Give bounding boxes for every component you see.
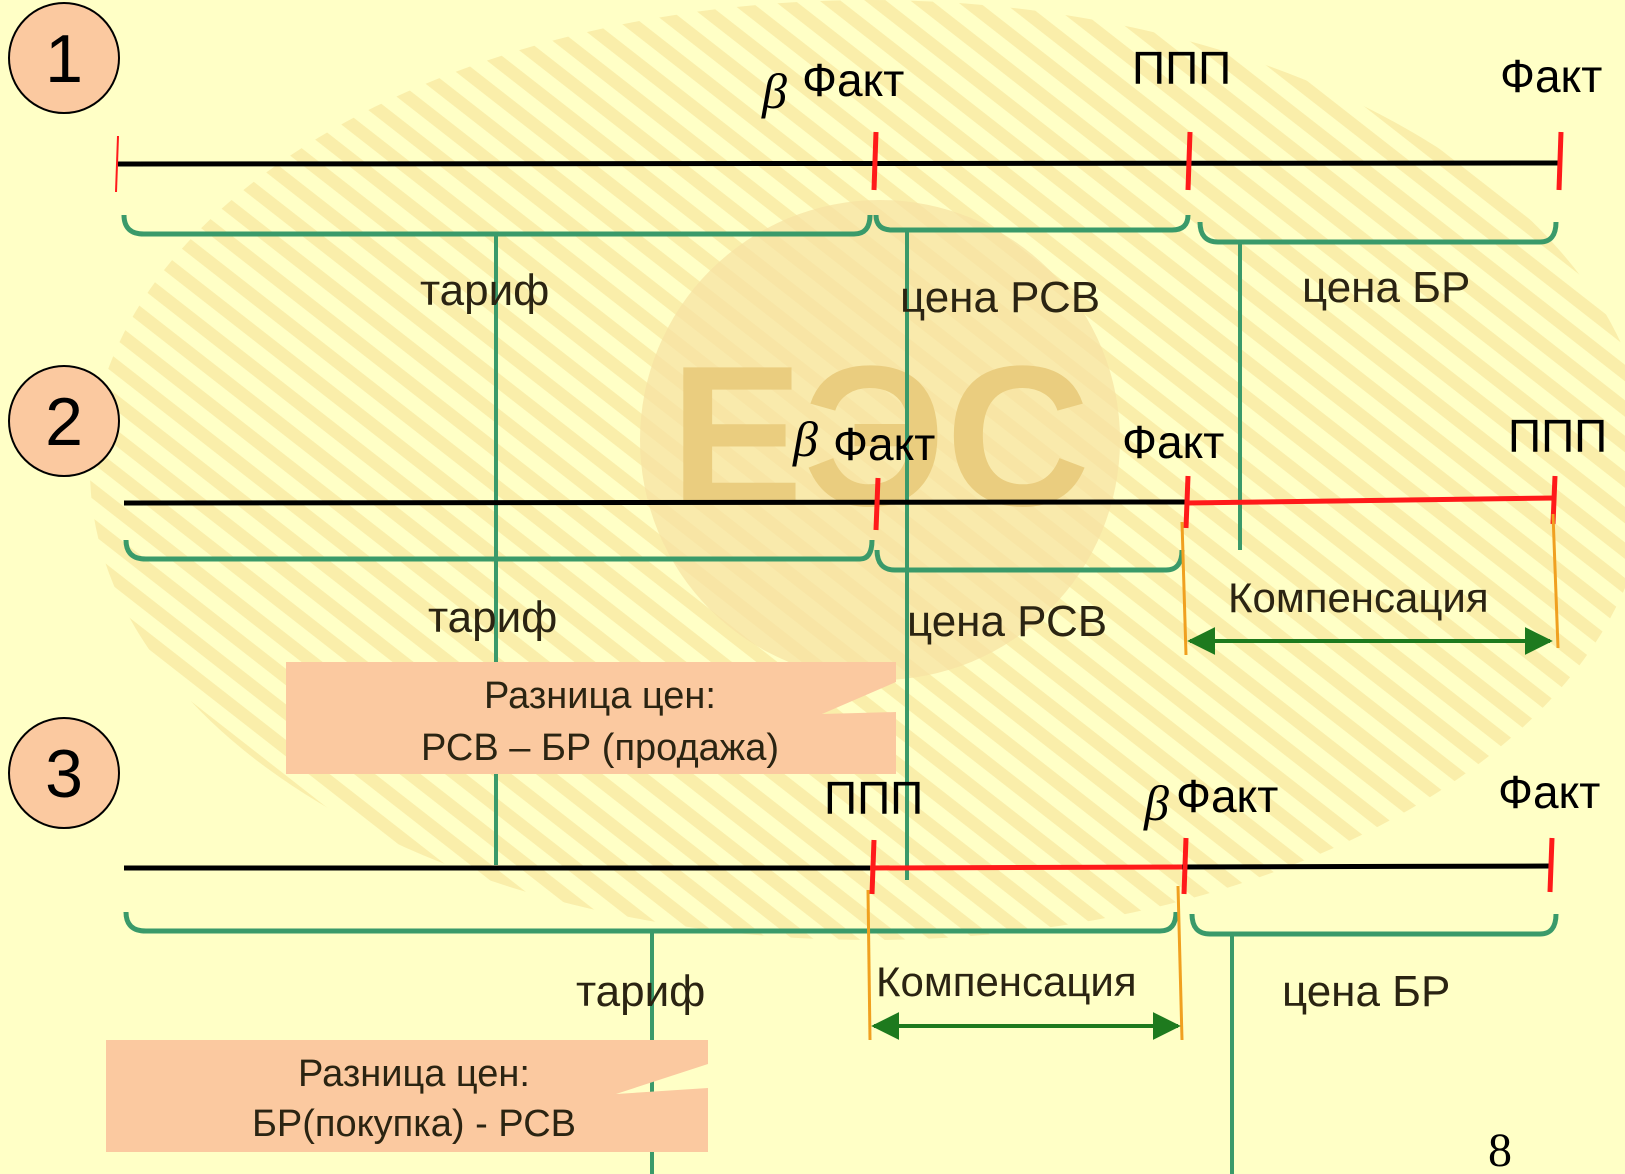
compensation-tick-left: [1180, 521, 1188, 656]
label-compensation: Компенсация: [1228, 574, 1489, 621]
bracket-price-br: [1197, 221, 1559, 245]
label-fact: Факт: [1498, 766, 1600, 818]
bracket-price-rsv: [873, 214, 1191, 233]
bracket-tariff: [123, 539, 875, 562]
label-tariff: тариф: [576, 967, 705, 1016]
timeline-tick-start: [115, 135, 119, 193]
timeline-tick-beta-fact: [1181, 837, 1189, 895]
label-tariff: тариф: [420, 266, 549, 315]
label-price-rsv: цена РСВ: [900, 273, 1100, 322]
label-beta-fact: Факт: [1176, 770, 1278, 822]
callout-line1: Разница цен:: [298, 1053, 530, 1095]
page-number: 8: [1488, 1124, 1512, 1174]
label-price-rsv: цена РСВ: [907, 597, 1107, 646]
timeline-line-right: [1181, 863, 1553, 870]
label-ppp: ППП: [1508, 410, 1607, 462]
bracket-price-br: [1189, 913, 1559, 937]
label-tariff: тариф: [428, 593, 557, 642]
timeline-tick-fact: [1547, 837, 1555, 893]
label-ppp: ППП: [1132, 42, 1231, 94]
diagram-number: 1: [45, 21, 83, 97]
timeline-line: [123, 499, 1187, 506]
callout-price-diff: Разница цен: РСВ – БР (продажа): [286, 662, 896, 774]
timeline-red-segment: [1185, 495, 1556, 506]
label-fact: Факт: [1500, 50, 1602, 102]
compensation-tick-left: [866, 889, 872, 1041]
callout-line2: РСВ – БР (продажа): [421, 727, 779, 769]
timeline-tick-beta-fact: [873, 477, 881, 531]
watermark-text: ЕЭС: [670, 325, 1090, 548]
timeline-tick-beta-fact: [871, 131, 879, 191]
label-price-br: цена БР: [1282, 967, 1450, 1016]
beta-symbol: β: [1143, 775, 1169, 831]
diagram-number: 2: [45, 384, 83, 460]
callout-price-diff: Разница цен: БР(покупка) - РСВ: [106, 1040, 708, 1152]
diagram-3: 3 ППП β Факт Факт тариф Компенсация цена…: [8, 717, 1600, 1174]
callout-line2: БР(покупка) - РСВ: [252, 1103, 576, 1145]
callout-line1: Разница цен:: [484, 675, 716, 717]
diagram-number-circle: [8, 717, 120, 829]
timeline-line: [117, 160, 1559, 167]
diagram-2: 2 β Факт Факт ППП тариф цена РСВ Компенс…: [8, 365, 1607, 774]
timeline-tick-fact: [1556, 131, 1564, 191]
compensation-tick-right: [1176, 885, 1184, 1041]
compensation-tick-right: [1551, 513, 1560, 649]
beta-symbol: β: [761, 63, 787, 119]
timeline-tick-ppp: [869, 839, 877, 895]
label-compensation: Компенсация: [876, 958, 1137, 1005]
label-price-br: цена БР: [1302, 263, 1470, 312]
diagram-1: 1 β Факт ППП Факт тариф цена РСВ цена БР: [8, 2, 1602, 880]
label-fact: Факт: [1122, 416, 1224, 468]
diagram-number-circle: [8, 2, 120, 114]
label-beta-fact: Факт: [802, 54, 904, 106]
diagram-number: 3: [45, 736, 83, 812]
diagram-number-circle: [8, 365, 120, 477]
timeline-red-segment: [869, 864, 1183, 871]
bracket-price-rsv: [874, 549, 1185, 573]
timeline-tick-ppp: [1185, 131, 1193, 191]
label-beta-fact: Факт: [833, 418, 935, 470]
beta-symbol: β: [792, 411, 818, 467]
label-ppp: ППП: [824, 772, 923, 824]
timeline-tick-fact: [1183, 475, 1191, 529]
